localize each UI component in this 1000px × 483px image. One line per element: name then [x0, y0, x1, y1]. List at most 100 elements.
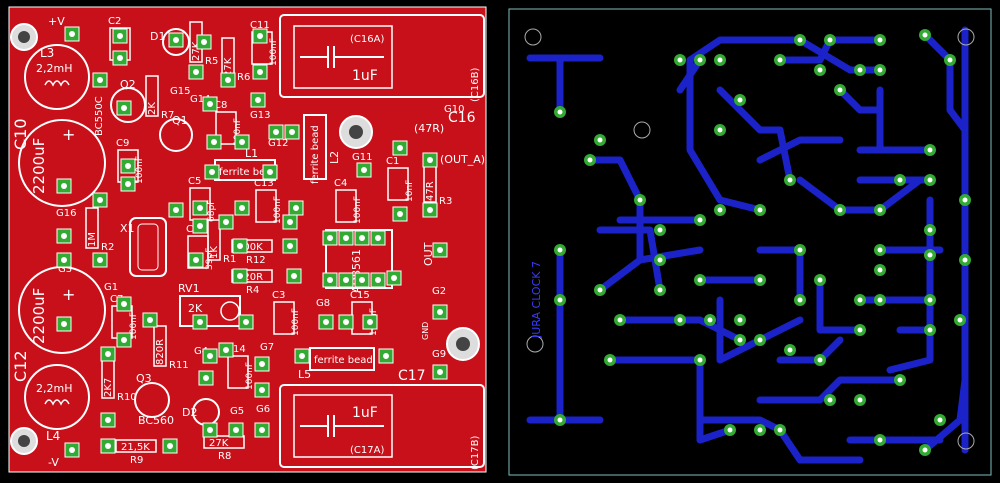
resistor-ref: R11 [169, 360, 189, 371]
pad [370, 230, 386, 246]
rail-negative: -V [48, 456, 59, 469]
testpoint-g12: G12 [268, 138, 288, 149]
bottom-board [508, 8, 992, 476]
resistor-ref: R5 [205, 56, 218, 67]
pad [959, 194, 971, 206]
pad [854, 64, 866, 76]
top-layer-panel: L3 2,2mH 2,2mH L4 C10 2200uF C12 2200uF … [8, 6, 487, 473]
c10-plus: + [62, 125, 75, 144]
crystal-x1 [129, 217, 167, 277]
testpoint-g1: G1 [104, 282, 118, 293]
resistor-value: 21,5K [121, 442, 150, 453]
cap-ref: C3 [272, 290, 285, 301]
inductor-l3-body [24, 44, 90, 110]
pad [674, 54, 686, 66]
pad [919, 29, 931, 41]
c12-ref: C12 [11, 350, 30, 382]
resistor-value: 1K [209, 246, 220, 259]
copper-trace [756, 136, 844, 164]
inductor-l4-coil [44, 399, 70, 406]
pad [854, 394, 866, 406]
pad [674, 314, 686, 326]
pad [694, 214, 706, 226]
pad [234, 200, 250, 216]
pad [232, 238, 248, 254]
pad [874, 434, 886, 446]
c16-label: C16 [448, 110, 476, 126]
pad [944, 54, 956, 66]
x1-ref: X1 [120, 222, 135, 235]
pad [754, 204, 766, 216]
testpoint-g9: G9 [432, 349, 446, 360]
pad [734, 314, 746, 326]
pad [954, 314, 966, 326]
cap-value: 10nF [405, 180, 415, 202]
pad [694, 354, 706, 366]
pad [338, 272, 354, 288]
copper-trace [756, 376, 904, 404]
inductor-l4-body [24, 364, 90, 430]
c16a-tag: (C16A) [350, 34, 384, 45]
bottom-mount-holes [524, 28, 975, 450]
pad [924, 144, 936, 156]
ic-u1 [325, 229, 393, 289]
pad [142, 312, 158, 328]
testpoint-g5: G5 [230, 406, 244, 417]
pad [100, 438, 116, 454]
pad [100, 346, 116, 362]
cap-ref: C11 [250, 20, 270, 31]
pad [874, 244, 886, 256]
resistor-ref: R6 [237, 72, 250, 83]
c17-label: C17 [398, 368, 426, 384]
bottom-board-text: JURA CLOCK 7 [530, 261, 543, 339]
pad [92, 252, 108, 268]
pad [934, 414, 946, 426]
pad [714, 54, 726, 66]
pad [318, 314, 334, 330]
cap-value: 100nF [291, 308, 301, 336]
copper-trace [606, 356, 734, 444]
pad [198, 370, 214, 386]
pad [218, 214, 234, 230]
pad [206, 134, 222, 150]
d1-ref: D1 [150, 30, 165, 43]
pad [754, 424, 766, 436]
pad [362, 314, 378, 330]
pad [120, 176, 136, 192]
c12-value: 2200uF [30, 288, 48, 344]
pad [754, 274, 766, 286]
pad [432, 304, 448, 320]
c16a-symbol [300, 46, 384, 68]
q2-value: BC550C [94, 96, 105, 136]
pad [232, 268, 248, 284]
out-a-label: (OUT_A) [440, 153, 485, 166]
pad [392, 140, 408, 156]
pad [116, 332, 132, 348]
pad [794, 294, 806, 306]
pad [924, 294, 936, 306]
resistor-ref: R1 [223, 254, 236, 265]
c10-value: 2200uF [30, 138, 48, 194]
resistor-value: 2K [147, 102, 158, 115]
q3-value: BC560 [138, 414, 174, 427]
pad [392, 206, 408, 222]
copper-trace [616, 316, 744, 344]
pad [234, 134, 250, 150]
pad [694, 274, 706, 286]
pad [64, 26, 80, 42]
cap-value: 100nF [245, 362, 255, 390]
pad [168, 32, 184, 48]
pad [924, 324, 936, 336]
pad [254, 422, 270, 438]
cap-ref: C8 [214, 100, 227, 111]
pad [774, 424, 786, 436]
c17a-symbol [300, 415, 384, 437]
pad [784, 344, 796, 356]
pad [924, 174, 936, 186]
